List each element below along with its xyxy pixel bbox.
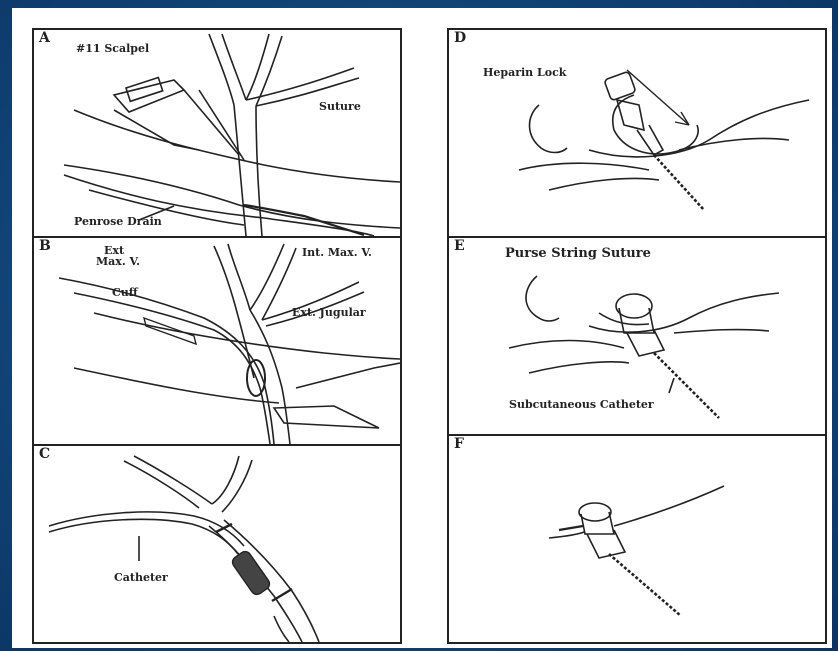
panel-f-drawing xyxy=(449,436,825,642)
panel-c-drawing xyxy=(34,446,400,642)
panel-e: E Purse String Suture Subcutaneous Cathe… xyxy=(447,236,827,436)
panel-b-drawing xyxy=(34,238,400,444)
panel-d: D Heparin Lock xyxy=(447,28,827,238)
panel-b: B Ext Max. V. Int. Max. V. Cuff Ext. Jug… xyxy=(32,236,402,446)
figure-sheet: A #11 Scalpel Suture Penrose Drain xyxy=(12,8,832,648)
panel-a: A #11 Scalpel Suture Penrose Drain xyxy=(32,28,402,238)
panel-f: F xyxy=(447,434,827,644)
panel-d-drawing xyxy=(449,30,825,236)
panel-a-drawing xyxy=(34,30,400,236)
panel-c: C Catheter xyxy=(32,444,402,644)
panel-e-drawing xyxy=(449,238,825,434)
